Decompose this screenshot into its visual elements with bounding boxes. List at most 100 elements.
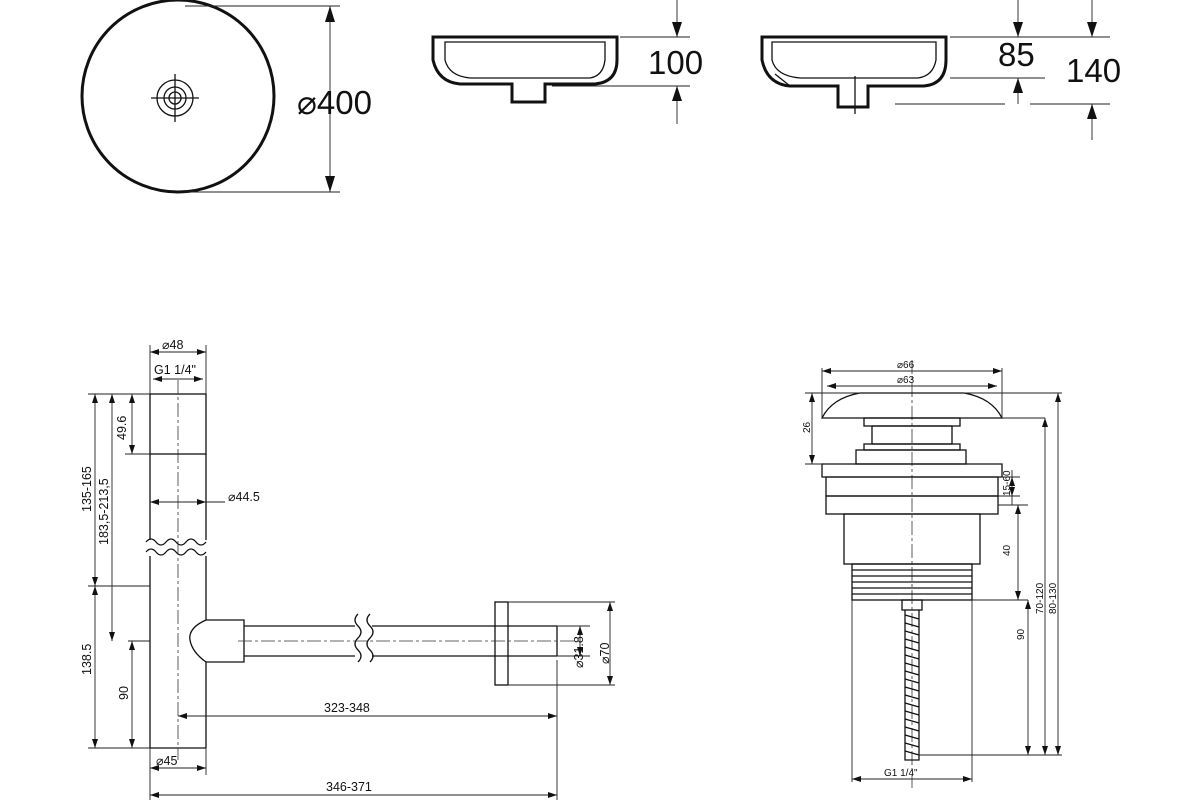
siphon-break-top bbox=[145, 538, 207, 546]
arrow-head bbox=[672, 22, 682, 37]
arrow-head bbox=[809, 455, 815, 464]
arrow-head bbox=[1042, 418, 1048, 427]
drain-valve-drawing: ⌀66 ⌀63 26 15-60 40 90 70-120 bbox=[802, 360, 1062, 790]
drain-dia-66-label: ⌀66 bbox=[897, 360, 915, 371]
arrow-head bbox=[92, 586, 98, 595]
arrow-head bbox=[1009, 477, 1015, 486]
arrow-head bbox=[1009, 487, 1015, 496]
arrow-head bbox=[548, 792, 557, 798]
arrow-head bbox=[153, 376, 162, 382]
drain-height-90-label: 90 bbox=[1016, 628, 1027, 640]
siphon-range-135-label: 135-165 bbox=[80, 466, 94, 512]
arrow-head bbox=[822, 368, 831, 374]
arrow-head bbox=[1087, 22, 1097, 37]
outlet-break-left bbox=[354, 613, 362, 663]
arrow-head bbox=[150, 499, 159, 505]
arrow-head bbox=[827, 383, 836, 389]
arrow-head bbox=[1025, 600, 1031, 609]
arrow-head bbox=[1013, 22, 1023, 37]
arrow-head bbox=[1015, 591, 1021, 600]
basin-side-outline bbox=[760, 35, 948, 109]
drain-thread-label: G1 1/4" bbox=[884, 768, 918, 779]
siphon-length-323-label: 323-348 bbox=[324, 701, 370, 715]
siphon-height-138-label: 138.5 bbox=[80, 644, 94, 675]
arrow-head bbox=[194, 376, 203, 382]
outlet-break-right bbox=[366, 613, 374, 663]
drain-thread-lines bbox=[852, 569, 972, 595]
arrow-head bbox=[92, 739, 98, 748]
basin-top-view: ⌀400 bbox=[80, 0, 372, 194]
siphon-thread-label: G1 1/4" bbox=[154, 363, 196, 377]
basin-side-section: 85 140 bbox=[760, 0, 1121, 140]
drain-range-80-130-label: 80-130 bbox=[1048, 582, 1059, 614]
basin-front-section: 100 bbox=[431, 0, 703, 124]
arrow-head bbox=[963, 776, 972, 782]
arrow-head bbox=[109, 394, 115, 403]
arrow-head bbox=[197, 765, 206, 771]
siphon-bottom-dia-label: ⌀45 bbox=[156, 754, 177, 768]
arrow-head bbox=[325, 176, 335, 192]
arrow-head bbox=[1025, 746, 1031, 755]
arrow-head bbox=[178, 713, 187, 719]
siphon-break-bottom bbox=[145, 548, 207, 556]
arrow-head bbox=[150, 349, 159, 355]
drain-threaded-rod bbox=[904, 610, 920, 761]
siphon-top-dia-label: ⌀48 bbox=[162, 338, 183, 352]
arrow-head bbox=[852, 776, 861, 782]
arrow-head bbox=[1055, 746, 1061, 755]
wall-flange bbox=[494, 601, 509, 686]
drain-range-70-120-label: 70-120 bbox=[1035, 582, 1046, 614]
arrow-head bbox=[809, 393, 815, 402]
arrow-head bbox=[1015, 505, 1021, 514]
basin-side-slope bbox=[774, 73, 791, 87]
arrow-head bbox=[129, 739, 135, 748]
siphon-elbow bbox=[189, 619, 207, 663]
drain-range-15-60-label: 15-60 bbox=[1002, 470, 1013, 496]
siphon-cap-height-label: 49.6 bbox=[115, 416, 129, 440]
arrow-head bbox=[988, 383, 997, 389]
arrow-head bbox=[129, 394, 135, 403]
basin-front-inner bbox=[444, 41, 606, 79]
outlet-pipe-dia-label: ⌀31.8 bbox=[572, 636, 586, 668]
arrow-head bbox=[1055, 393, 1061, 402]
siphon-length-346-label: 346-371 bbox=[326, 780, 372, 794]
arrow-head bbox=[197, 349, 206, 355]
arrow-head bbox=[607, 602, 613, 611]
drain-height-40-label: 40 bbox=[1002, 544, 1013, 556]
arrow-head bbox=[92, 394, 98, 403]
basin-rim-circle bbox=[80, 0, 276, 194]
arrow-head bbox=[197, 499, 206, 505]
basin-side-inner bbox=[771, 41, 937, 79]
arrow-head bbox=[1042, 746, 1048, 755]
arrow-head bbox=[607, 676, 613, 685]
arrow-head bbox=[129, 641, 135, 650]
basin-height-100-label: 100 bbox=[648, 44, 703, 81]
siphon-drawing: ⌀48 G1 1/4" 49.6 135-165 183,5-213,5 138… bbox=[80, 338, 615, 800]
basin-front-outline bbox=[431, 35, 619, 104]
arrow-head bbox=[325, 6, 335, 22]
drain-rod-nut bbox=[901, 599, 923, 611]
drain-height-26-label: 26 bbox=[802, 421, 813, 433]
arrow-head bbox=[1013, 78, 1023, 93]
flange-dia-label: ⌀70 bbox=[598, 643, 612, 664]
arrow-head bbox=[548, 713, 557, 719]
basin-height-140-label: 140 bbox=[1066, 52, 1121, 89]
drain-stem-lower bbox=[855, 449, 967, 465]
arrow-head bbox=[109, 632, 115, 641]
arrow-head bbox=[1087, 104, 1097, 119]
siphon-range-183-label: 183,5-213,5 bbox=[97, 478, 111, 545]
arrow-head bbox=[993, 368, 1002, 374]
siphon-height-90-label: 90 bbox=[117, 686, 131, 700]
drain-rod-threads bbox=[904, 614, 920, 756]
arrow-head bbox=[672, 86, 682, 101]
arrow-head bbox=[92, 577, 98, 586]
basin-height-85-label: 85 bbox=[998, 36, 1035, 73]
arrow-head bbox=[150, 792, 159, 798]
arrow-head bbox=[150, 765, 159, 771]
basin-diameter-label: ⌀400 bbox=[297, 84, 372, 121]
arrow-head bbox=[129, 445, 135, 454]
siphon-pipe-dia-label: ⌀44.5 bbox=[228, 490, 260, 504]
arrow-head bbox=[577, 626, 583, 635]
